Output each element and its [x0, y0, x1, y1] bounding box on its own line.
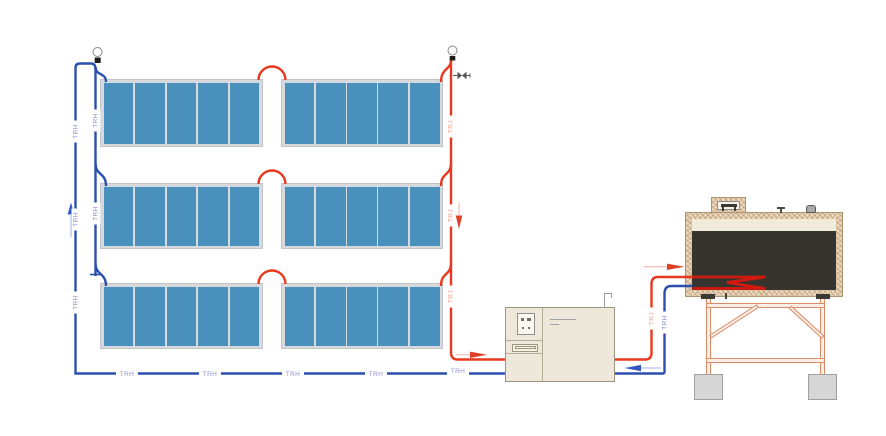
solar-panel [103, 186, 134, 246]
hot-bridge-row1 [257, 65, 287, 81]
solar-panel [229, 186, 260, 246]
solar-panel [409, 286, 440, 346]
collector-group-row1-right[interactable] [281, 79, 443, 147]
boiler-flue [603, 293, 605, 308]
solar-panel [378, 186, 409, 246]
collector-group-row3-right[interactable] [281, 283, 443, 349]
manhole-handle [721, 204, 737, 207]
solar-panel [135, 82, 165, 144]
control-panel-knob[interactable] [528, 327, 530, 329]
solar-panel [135, 186, 165, 246]
solar-panel [229, 82, 260, 144]
pipe-tag: TRH [71, 208, 80, 230]
collector-group-row3-left[interactable] [100, 283, 263, 349]
tank-manhole[interactable] [711, 197, 746, 213]
solar-panel [198, 82, 228, 144]
solar-panel [409, 186, 440, 246]
pipe-tag: TRH [447, 366, 469, 376]
control-panel-display [527, 318, 531, 321]
solar-panel [409, 82, 440, 144]
manhole-window [717, 201, 740, 211]
solar-panel [315, 286, 346, 346]
pipe-tag: TRH [365, 369, 387, 379]
tank-interior [692, 219, 836, 290]
boiler-nameplate-line [550, 319, 576, 320]
solar-panel [198, 286, 228, 346]
solar-panel [198, 186, 228, 246]
footing-left [694, 374, 723, 400]
pipe-tag: TRJ [647, 307, 656, 329]
stand-bottom-rail [706, 358, 825, 363]
flow-arrow-left-cold-tank [624, 364, 661, 372]
boiler-control-panel[interactable] [516, 313, 535, 335]
solar-panel [166, 82, 197, 144]
collector-group-row2-right[interactable] [281, 183, 443, 249]
pipe-tag: TRJ [446, 285, 456, 307]
solar-panel [103, 82, 134, 144]
flow-arrow-right-hot-boiler [456, 351, 487, 358]
air-vent-valve-left[interactable] [92, 47, 103, 64]
tank-support-bracket [701, 293, 715, 299]
pipe-tag: TRH [71, 120, 80, 142]
boiler-unit[interactable] [505, 307, 615, 382]
tank-fitting-tee [776, 206, 785, 209]
boiler-divider [541, 308, 543, 381]
solar-panel [347, 82, 377, 144]
pipe-tag: TRH [116, 369, 138, 379]
collector-group-row1-left[interactable] [100, 79, 263, 147]
solar-panel [103, 286, 134, 346]
tank-top-layer [692, 219, 836, 231]
manhole-handle-leg [734, 206, 736, 211]
storage-tank[interactable] [685, 212, 843, 297]
boiler-shelf-line [506, 339, 542, 341]
control-panel-display [520, 318, 524, 321]
pipe-tag: TRH [660, 311, 669, 333]
stand-brace-left [708, 303, 759, 339]
footing-right [808, 374, 837, 400]
control-panel-knob[interactable] [521, 327, 524, 329]
solar-panel [315, 82, 346, 144]
flow-arrow-right-hot-tank [644, 263, 685, 270]
air-vent-valve-right[interactable] [447, 45, 458, 61]
collector-group-row2-left[interactable] [100, 183, 263, 249]
solar-panel [347, 186, 377, 246]
solar-panel [378, 82, 409, 144]
solar-panel [166, 186, 197, 246]
boiler-nameplate-line [550, 323, 559, 325]
solar-panel [378, 286, 409, 346]
boiler-flue [610, 292, 612, 298]
pipe-tag: TRH [91, 202, 100, 224]
solar-panel [284, 82, 315, 144]
solar-panel [135, 286, 165, 346]
pipe-tag: TRH [91, 109, 100, 131]
solar-panel [229, 286, 260, 346]
tank-support-bracket [816, 293, 830, 299]
stand-top-rail [706, 302, 825, 308]
solar-panel [315, 186, 346, 246]
hot-bridge-row2 [257, 169, 287, 185]
side-drain-valve[interactable] [453, 71, 471, 80]
pipe-tag: TRJ [446, 115, 456, 137]
tank-fitting-tee-stem [779, 209, 782, 213]
tank-drain-stub [724, 292, 727, 299]
solar-panel [347, 286, 377, 346]
solar-panel [284, 186, 315, 246]
tank-fitting-cap [806, 204, 816, 213]
manhole-handle-leg [722, 206, 724, 211]
hot-bridge-row3 [257, 269, 287, 285]
boiler-grille-slot [515, 346, 536, 349]
flow-arrow-down-hot [455, 203, 463, 229]
boiler-grille [512, 343, 538, 352]
boiler-shelf-line [506, 353, 542, 354]
pipe-tag: TRJ [446, 204, 456, 226]
pipe-tag: TRH [71, 291, 80, 313]
solar-panel [284, 286, 315, 346]
pipe-tag: TRH [199, 369, 221, 379]
pipe-tag: TRH [282, 369, 304, 379]
solar-panel [166, 286, 197, 346]
